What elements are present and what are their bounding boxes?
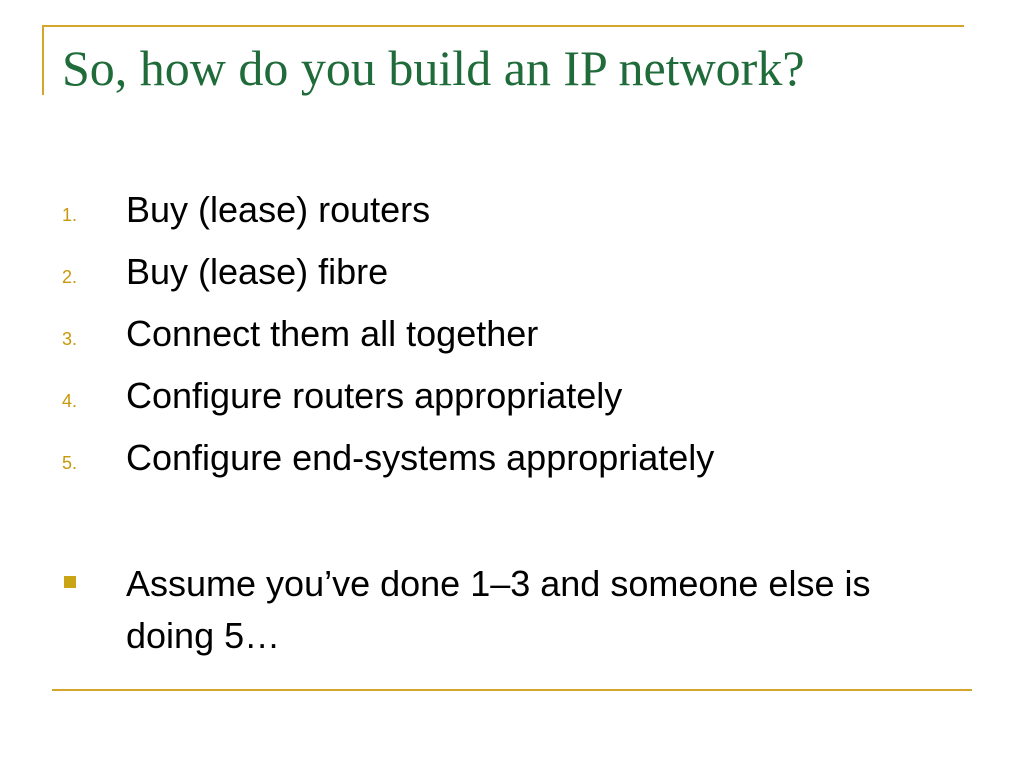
step-text: Configure end-systems appropriately: [126, 437, 715, 478]
step-number: 1.: [62, 205, 78, 225]
square-bullet-icon: [64, 576, 76, 588]
list-item-step-4: 4. Configure routers appropriately: [0, 374, 960, 436]
footer-rule: [52, 689, 972, 691]
step-number: 3.: [62, 329, 78, 349]
frame-left-rule: [42, 25, 44, 95]
step-number: 4.: [62, 391, 78, 411]
step-text: Configure routers appropriately: [126, 375, 623, 416]
frame-top-rule: [42, 25, 964, 27]
list-item-step-2: 2. Buy (lease) fibre: [0, 250, 960, 312]
list-item-step-3: 3. Connect them all together: [0, 312, 960, 374]
step-text: Buy (lease) fibre: [126, 251, 389, 292]
slide-title: So, how do you build an IP network?: [62, 40, 805, 96]
step-text: Buy (lease) routers: [126, 189, 431, 230]
step-number: 5.: [62, 453, 78, 473]
step-number: 2.: [62, 267, 78, 287]
list-item-step-5: 5. Configure end-systems appropriately: [0, 436, 960, 498]
note-bullet-item: Assume you’ve done 1–3 and someone else …: [0, 558, 960, 668]
steps-list: 1. Buy (lease) routers 2. Buy (lease) fi…: [0, 188, 960, 498]
step-text: Connect them all together: [126, 313, 539, 354]
note-text: Assume you’ve done 1–3 and someone else …: [126, 563, 871, 657]
list-item-step-1: 1. Buy (lease) routers: [0, 188, 960, 250]
